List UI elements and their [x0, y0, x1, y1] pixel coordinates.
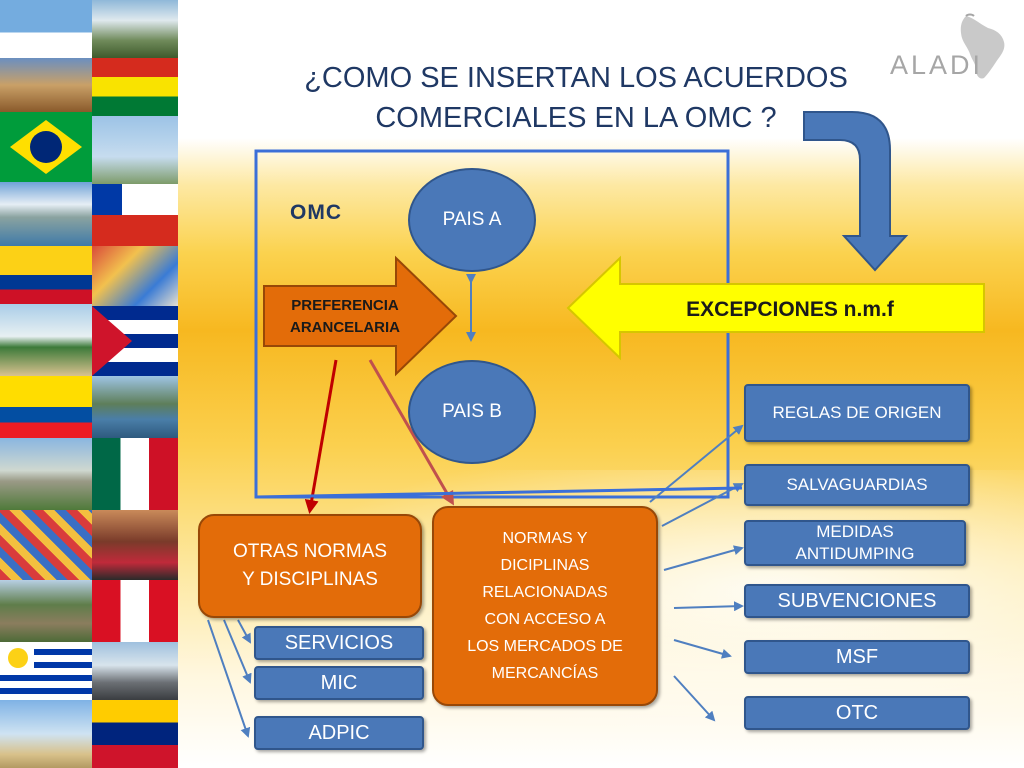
otc-box: OTC — [744, 696, 970, 730]
otras-normas-line-2: Y DISCIPLINAS — [242, 569, 378, 590]
reglas-de-origen-label: REGLAS DE ORIGEN — [772, 403, 942, 422]
normas-line-2: DICIPLINAS — [500, 557, 590, 574]
brazil-flag-globe — [30, 131, 62, 163]
city-skyline-icon — [92, 642, 178, 700]
adpic-label: ADPIC — [308, 721, 370, 744]
otras-normas-line-1: OTRAS NORMAS — [232, 541, 388, 562]
normas-mercancias-box: NORMAS Y DICIPLINAS RELACIONADAS CON ACC… — [432, 506, 658, 706]
otc-label: OTC — [835, 701, 879, 724]
subvenciones-label: SUBVENCIONES — [777, 589, 937, 612]
adpic-box: ADPIC — [254, 716, 424, 750]
lake-mountains-icon — [92, 376, 178, 438]
title-line-2: COMERCIALES EN LA OMC ? — [375, 102, 777, 134]
palm-beach-icon — [0, 304, 92, 376]
normas-line-1: NORMAS Y — [502, 530, 588, 547]
bolivia-flag-icon — [92, 58, 178, 116]
medidas-antidumping-label: MEDIDAS ANTIDUMPING — [795, 522, 915, 563]
pais-b-label: PAIS B — [442, 401, 502, 422]
mic-box: MIC — [254, 666, 424, 700]
waterfall-landscape-icon — [92, 0, 178, 58]
ecuador-flag-icon — [0, 376, 92, 438]
latin-america-map-icon — [960, 13, 1005, 79]
normas-line-6: MERCANCÍAS — [491, 665, 599, 682]
page-title: ¿COMO SE INSERTAN LOS ACUERDOS COMERCIAL… — [240, 58, 912, 138]
excepciones-label: EXCEPCIONES n.m.f — [686, 298, 894, 321]
peru-flag-icon — [92, 580, 178, 642]
normas-line-3: RELACIONADAS — [482, 584, 608, 601]
textiles-icon — [0, 510, 92, 580]
preferencia-line-2: ARANCELARIA — [290, 319, 400, 336]
dancers-icon — [92, 246, 178, 306]
people-portrait-icon — [92, 510, 178, 580]
reglas-de-origen-box: REGLAS DE ORIGEN — [744, 384, 970, 442]
uruguay-sun — [8, 648, 28, 668]
excepciones-text: EXCEPCIONES n.m.f — [640, 290, 940, 330]
christ-statue-icon — [92, 116, 178, 184]
pais-b-node: PAIS B — [408, 360, 536, 464]
title-line-1: ¿COMO SE INSERTAN LOS ACUERDOS — [304, 62, 848, 94]
machu-picchu-icon — [0, 580, 92, 642]
preferencia-text: PREFERENCIA ARANCELARIA — [270, 290, 420, 344]
salvaguardias-box: SALVAGUARDIAS — [744, 464, 970, 506]
medidas-antidumping-box: MEDIDAS ANTIDUMPING — [744, 520, 966, 566]
salvaguardias-label: SALVAGUARDIAS — [786, 475, 928, 494]
servicios-label: SERVICIOS — [284, 631, 394, 654]
mic-label: MIC — [320, 671, 358, 694]
preferencia-line-1: PREFERENCIA — [291, 297, 399, 314]
colonial-building-icon — [0, 58, 92, 112]
mexico-flag-icon — [92, 438, 178, 510]
mayan-pyramid-icon — [0, 438, 92, 510]
palm-tree-icon — [0, 700, 92, 768]
mountain-lake-icon — [0, 182, 92, 246]
aladi-logo: ALADI — [890, 50, 984, 80]
image-strip — [0, 0, 178, 768]
chile-flag-canton — [92, 184, 122, 215]
colombia-flag-icon — [0, 246, 92, 304]
omc-label: OMC — [290, 201, 342, 224]
msf-box: MSF — [744, 640, 970, 674]
venezuela-flag-icon — [92, 700, 178, 768]
pais-a-node: PAIS A — [408, 168, 536, 272]
normas-line-4: CON ACCESO A — [484, 611, 606, 628]
subvenciones-box: SUBVENCIONES — [744, 584, 970, 618]
pais-a-label: PAIS A — [442, 209, 502, 230]
msf-label: MSF — [835, 645, 879, 668]
normas-line-5: LOS MERCADOS DE — [467, 638, 623, 655]
otras-normas-box: OTRAS NORMAS Y DISCIPLINAS — [198, 514, 422, 618]
servicios-box: SERVICIOS — [254, 626, 424, 660]
